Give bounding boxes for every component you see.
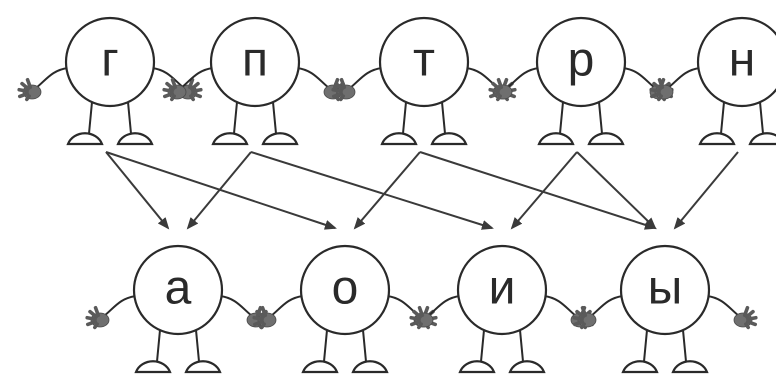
- left-hand-icon: [333, 80, 355, 100]
- right-foot: [186, 361, 220, 372]
- letter-figure-n: н: [651, 18, 776, 144]
- right-foot: [510, 361, 544, 372]
- right-foot: [263, 133, 297, 144]
- arrow-0: [106, 152, 168, 228]
- left-foot: [700, 133, 734, 144]
- letter-label-a: а: [165, 262, 192, 315]
- left-hand-icon: [254, 308, 276, 328]
- left-foot: [303, 361, 337, 372]
- left-foot: [213, 133, 247, 144]
- left-hand-icon: [164, 80, 186, 100]
- left-hand-icon: [490, 80, 512, 100]
- letter-label-o: о: [332, 262, 359, 315]
- left-foot: [539, 133, 573, 144]
- left-foot: [460, 361, 494, 372]
- right-foot: [673, 361, 707, 372]
- letter-figure-o: о: [254, 246, 436, 372]
- left-arm: [271, 296, 303, 316]
- left-arm: [428, 296, 460, 316]
- right-foot: [432, 133, 466, 144]
- left-foot: [136, 361, 170, 372]
- right-arm: [220, 296, 252, 316]
- left-hand-icon: [411, 308, 433, 328]
- right-foot: [589, 133, 623, 144]
- letter-label-y: ы: [648, 262, 683, 315]
- arrow-2: [188, 152, 251, 228]
- right-arm: [297, 68, 329, 88]
- right-arm: [623, 68, 655, 88]
- right-arm: [707, 296, 739, 316]
- arrows-layer: [106, 152, 738, 228]
- left-foot: [623, 361, 657, 372]
- letter-figure-a: а: [87, 246, 269, 372]
- arrow-8: [675, 152, 738, 228]
- right-foot: [353, 361, 387, 372]
- letter-figure-t: т: [333, 18, 515, 144]
- arrow-4: [355, 152, 420, 228]
- left-foot: [68, 133, 102, 144]
- left-arm: [350, 68, 382, 88]
- right-foot: [750, 133, 776, 144]
- left-hand-icon: [574, 308, 596, 328]
- left-arm: [104, 296, 136, 316]
- letter-label-i: и: [489, 262, 516, 315]
- right-hand-icon: [734, 308, 756, 328]
- letter-label-p: п: [242, 34, 268, 87]
- left-foot: [382, 133, 416, 144]
- letter-label-g: г: [101, 34, 119, 87]
- left-hand-icon: [19, 80, 41, 100]
- letter-figure-y: ы: [574, 246, 756, 372]
- left-arm: [507, 68, 539, 88]
- letter-label-r: р: [568, 34, 595, 87]
- letter-label-t: т: [413, 34, 435, 87]
- left-arm: [668, 68, 700, 88]
- right-foot: [118, 133, 152, 144]
- letter-label-n: н: [729, 34, 756, 87]
- right-arm: [544, 296, 576, 316]
- arrow-6: [512, 152, 577, 228]
- left-hand-icon: [87, 308, 109, 328]
- left-arm: [591, 296, 623, 316]
- left-arm: [36, 68, 68, 88]
- letter-figure-r: р: [490, 18, 672, 144]
- letter-figure-i: и: [411, 246, 593, 372]
- arrow-7: [577, 152, 655, 228]
